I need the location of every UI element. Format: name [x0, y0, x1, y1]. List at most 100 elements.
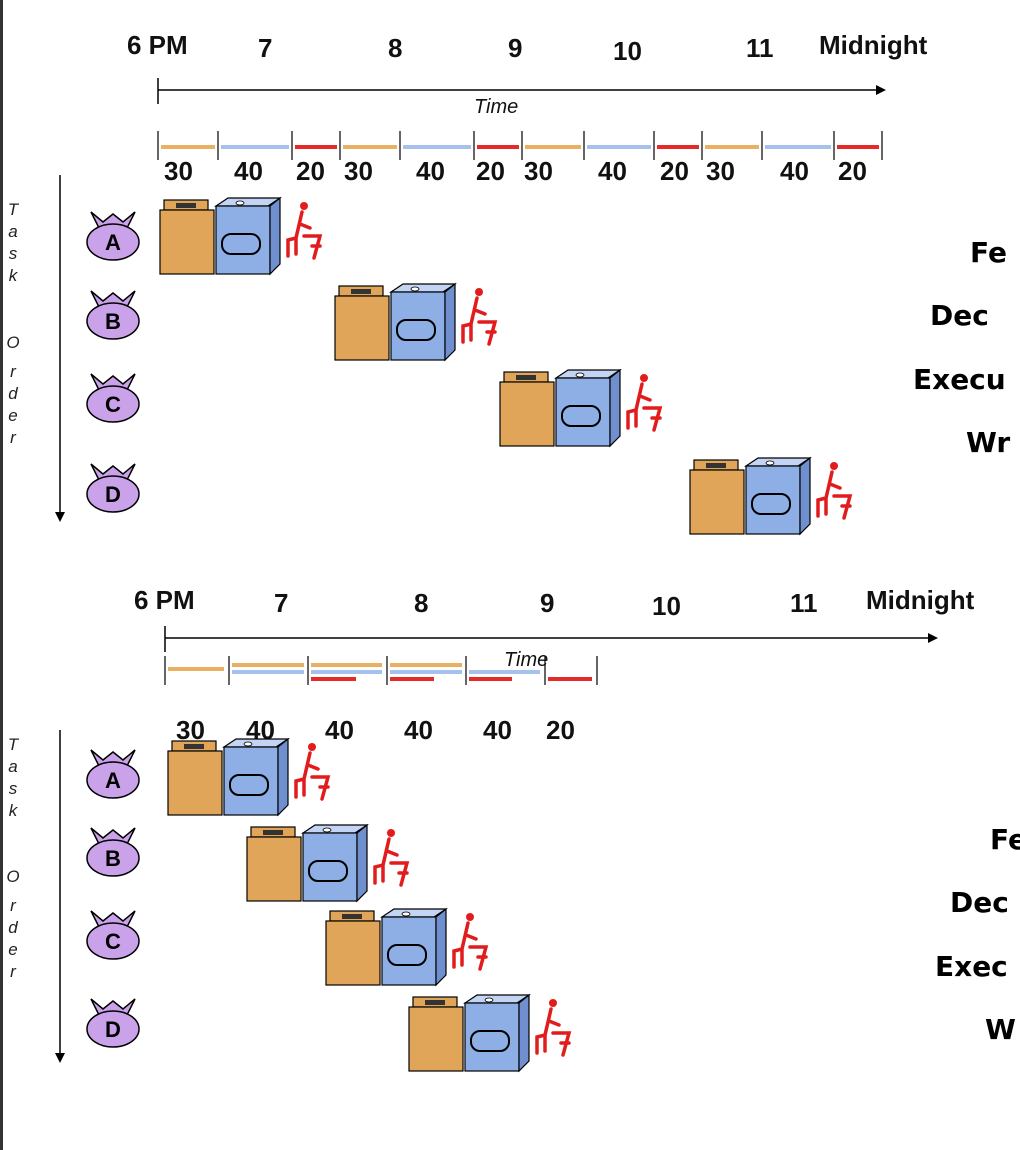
bag-body	[86, 302, 140, 340]
duration-label: 40	[325, 715, 354, 745]
laundry-bag-B: B	[86, 290, 140, 340]
bag-body	[86, 1010, 140, 1048]
dryer-side	[609, 368, 621, 448]
person-figure	[535, 1007, 572, 1057]
time-label-midnight: Midnight	[819, 30, 928, 60]
time-label-8: 8	[414, 588, 429, 618]
dryer-knob	[575, 372, 585, 378]
duration-label: 20	[660, 156, 689, 186]
stage-label: Exec	[935, 950, 1008, 983]
duration-label: 30	[164, 156, 193, 186]
dryer-knob	[243, 741, 253, 747]
dryer-door	[308, 860, 348, 882]
washer-slot	[263, 830, 283, 835]
axis-letter: T	[7, 200, 19, 219]
person-head	[549, 999, 557, 1007]
time-label-11: 11	[790, 588, 818, 618]
person-head	[300, 202, 308, 210]
dryer-top	[301, 824, 369, 834]
time-label-midnight: Midnight	[866, 585, 975, 615]
axis-letter: d	[8, 918, 18, 937]
bag-body	[86, 839, 140, 877]
dryer-top	[463, 994, 531, 1004]
laundry-load-B	[334, 282, 498, 362]
washer-body	[246, 836, 302, 902]
person-head	[387, 829, 395, 837]
dryer-knob	[765, 460, 775, 466]
bag-letter: A	[105, 230, 121, 255]
axis-letter: r	[10, 896, 16, 915]
laundry-bag-D: D	[86, 463, 140, 513]
axis-letter: k	[8, 266, 18, 285]
dryer-door	[221, 233, 261, 255]
laundry-load-C	[325, 907, 489, 987]
axis-letter: s	[8, 244, 18, 263]
dryer-knob	[484, 997, 494, 1003]
dryer-door	[561, 405, 601, 427]
washer-body	[408, 1006, 464, 1072]
dryer-side	[435, 907, 447, 987]
dryer-side	[356, 823, 368, 903]
time-label-10: 10	[652, 591, 681, 621]
time-axis-arrow-head	[876, 85, 886, 95]
duration-label: 40	[416, 156, 445, 186]
time-label-9: 9	[508, 33, 523, 63]
axis-letter: a	[8, 757, 18, 776]
stage-label: Fe	[970, 236, 1007, 269]
bag-letter: D	[105, 1017, 121, 1042]
bag-body	[86, 385, 140, 423]
duration-label: 40	[598, 156, 627, 186]
person-head	[308, 743, 316, 751]
time-label-7: 7	[274, 588, 289, 618]
duration-label: 40	[483, 715, 512, 745]
washer-body	[334, 295, 390, 361]
stage-label: Fe	[990, 823, 1020, 856]
washer-slot	[516, 375, 536, 380]
dryer-top	[389, 283, 457, 293]
axis-letter: r	[10, 362, 16, 381]
stage-label: Dec	[930, 299, 989, 332]
stage-label: Execu	[913, 363, 1006, 396]
washer-body	[159, 209, 215, 275]
person-head	[640, 374, 648, 382]
washer-slot	[351, 289, 371, 294]
axis-letter: s	[8, 779, 18, 798]
bag-letter: C	[105, 929, 121, 954]
dryer-side	[518, 993, 530, 1073]
person-figure	[452, 921, 489, 971]
person-figure	[816, 470, 853, 520]
laundry-bag-B: B	[86, 827, 140, 877]
laundry-load-B	[246, 823, 410, 903]
person-figure	[286, 210, 323, 260]
stage-label: Wr	[966, 426, 1011, 459]
duration-label: 40	[404, 715, 433, 745]
time-label-6pm: 6 PM	[134, 585, 195, 615]
time-label-8: 8	[388, 33, 403, 63]
dryer-knob	[401, 911, 411, 917]
dryer-door	[387, 944, 427, 966]
laundry-load-A	[167, 737, 331, 817]
duration-label: 20	[838, 156, 867, 186]
sequential-laundry-diagram: 6 PM 7 8 9 10 11 Midnight Time 30 40 20 …	[6, 30, 1011, 459]
washer-body	[499, 381, 555, 447]
left-border	[0, 0, 3, 1150]
dryer-side	[799, 456, 811, 536]
dryer-door	[751, 493, 791, 515]
axis-letter: O	[6, 867, 20, 886]
dryer-door	[396, 319, 436, 341]
axis-letter: r	[10, 962, 16, 981]
duration-label: 20	[546, 715, 575, 745]
task-order-arrow-head	[55, 512, 65, 522]
laundry-bag-A: A	[86, 211, 140, 261]
bag-letter: B	[105, 309, 121, 334]
person-figure	[461, 296, 498, 346]
bag-letter: A	[105, 768, 121, 793]
time-caption: Time	[474, 96, 519, 118]
dryer-knob	[322, 827, 332, 833]
laundry-load-A	[159, 196, 323, 276]
person-figure	[626, 382, 663, 432]
dryer-side	[444, 282, 456, 362]
person-figure	[294, 751, 331, 801]
time-label-11: 11	[746, 33, 774, 63]
